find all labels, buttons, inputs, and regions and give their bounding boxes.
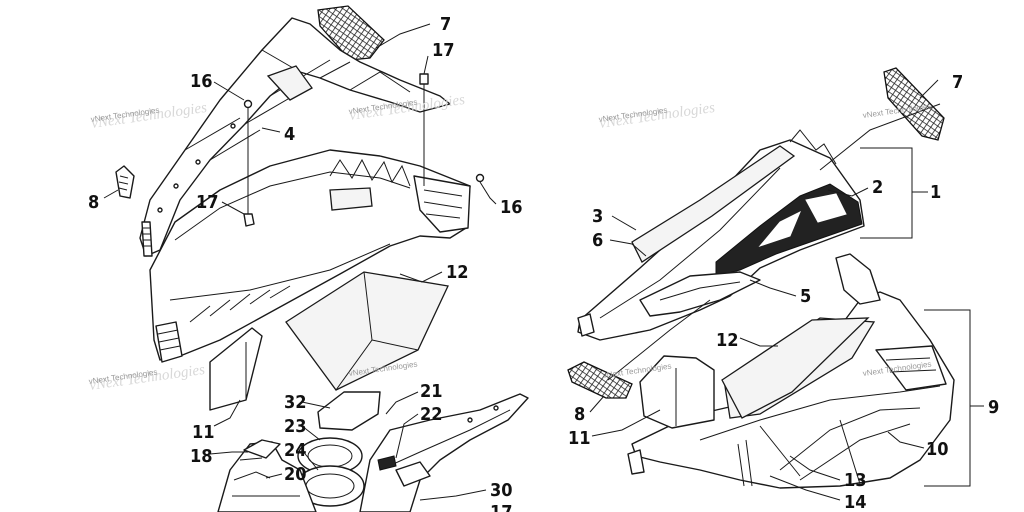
callout-23: 23 <box>284 416 307 437</box>
callout-11-left: 11 <box>192 422 215 443</box>
fastener-16-left-upper <box>243 99 253 220</box>
callout-numbers: 7 17 16 4 8 17 16 12 11 32 23 24 18 20 2… <box>88 14 999 512</box>
callout-9: 9 <box>988 397 999 418</box>
part-8-right-side-vent <box>567 361 633 399</box>
callout-17-top: 17 <box>432 40 455 61</box>
fastener-16-left-right <box>475 173 485 183</box>
callout-1: 1 <box>930 182 941 203</box>
callout-16-right: 16 <box>500 197 523 218</box>
part-4-hood-upper-arm <box>139 17 451 257</box>
part-12-left-foam-panel <box>285 271 449 391</box>
callout-2: 2 <box>872 177 883 198</box>
part-7-top-vent-grille <box>317 5 385 61</box>
callout-32: 32 <box>284 392 307 413</box>
callout-21: 21 <box>420 381 443 402</box>
hood-lower-body <box>149 149 471 363</box>
callout-8-left: 8 <box>88 192 99 213</box>
callout-12-right: 12 <box>716 330 739 351</box>
leader-lines <box>103 23 941 501</box>
fastener-17-left-middle <box>243 213 255 227</box>
part-23-24-gasket-rings <box>295 437 365 507</box>
callout-17-middle: 17 <box>196 192 219 213</box>
part-8-left-side-vent <box>115 165 135 199</box>
callout-14: 14 <box>844 492 867 512</box>
callout-30: 30 <box>490 480 513 501</box>
callout-8-right: 8 <box>574 404 585 425</box>
part-21-22-side-rail <box>359 393 529 512</box>
part-11-left-foam-block <box>209 327 263 411</box>
callout-3: 3 <box>592 206 603 227</box>
callout-4: 4 <box>284 124 295 145</box>
callout-7-left: 7 <box>440 14 451 35</box>
part-18-20-lower-tunnel <box>217 439 317 512</box>
callout-24: 24 <box>284 440 307 461</box>
callout-12-left: 12 <box>446 262 469 283</box>
callout-16-upper: 16 <box>190 71 213 92</box>
fastener-17-left-top <box>419 73 429 186</box>
part-32-small-panel <box>317 391 381 431</box>
part-1-2-upper-shroud <box>577 129 865 341</box>
callout-22: 22 <box>420 404 443 425</box>
callout-6: 6 <box>592 230 603 251</box>
callout-13: 13 <box>844 470 867 491</box>
callout-18: 18 <box>190 446 213 467</box>
callout-20: 20 <box>284 464 307 485</box>
bracket-1 <box>860 147 928 239</box>
part-12-right-foam-panel <box>721 317 870 419</box>
callout-11-right: 11 <box>568 428 591 449</box>
part-5-6-shroud-trim <box>577 271 761 337</box>
callout-5: 5 <box>800 286 811 307</box>
part-11-right-foam-block <box>639 355 715 429</box>
callout-17-bottom: 17 <box>490 502 513 512</box>
bracket-9 <box>924 309 984 487</box>
callout-7-right: 7 <box>952 72 963 93</box>
part-7-right-vent <box>883 67 945 141</box>
callout-10: 10 <box>926 439 949 460</box>
